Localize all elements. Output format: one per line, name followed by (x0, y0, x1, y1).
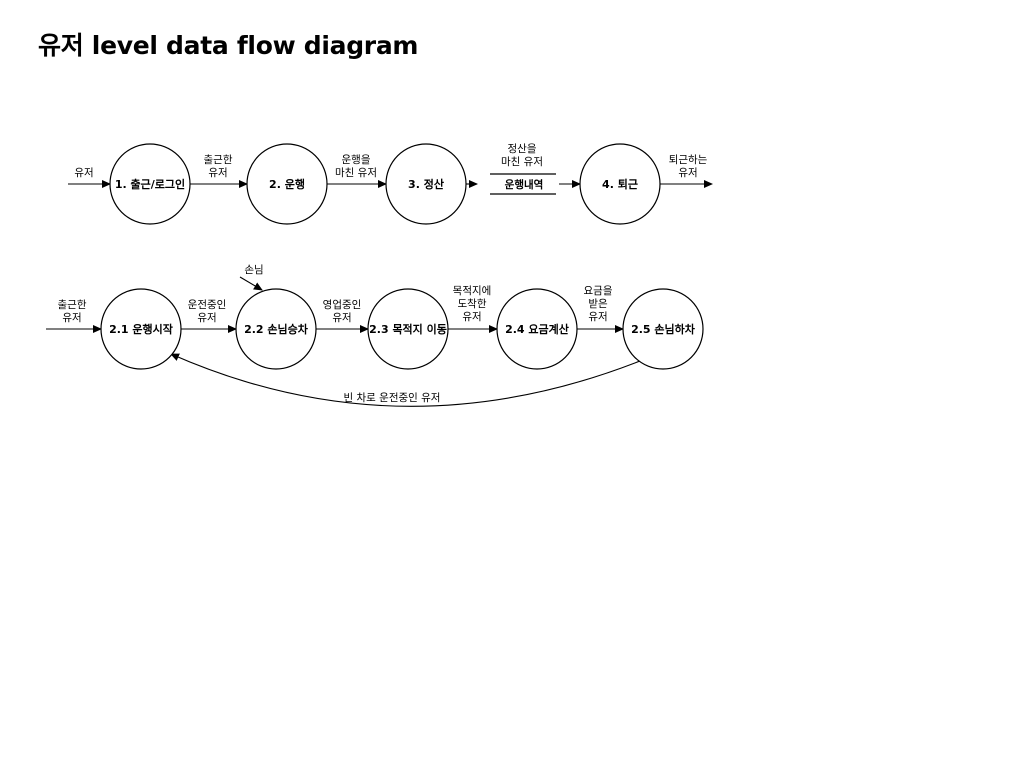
flow-label-e4b: 마친 유저 (501, 156, 543, 168)
flow-label-e11: 유저 (462, 311, 481, 323)
process-circle (579, 143, 661, 225)
flow-label-e12: 요금을 (584, 285, 613, 297)
process-node-n25: 2.5 손님하차 (622, 288, 704, 370)
process-node-n3: 3. 정산 (385, 143, 467, 225)
flow-label-e12: 유저 (588, 311, 607, 323)
flow-arrow-e13 (170, 353, 641, 407)
process-node-n21: 2.1 운행시작 (100, 288, 182, 370)
flow-label-e8: 운전중인 (188, 299, 227, 311)
store-label: 운행내역 (505, 178, 544, 191)
flow-label-e2: 출근한 (204, 154, 233, 166)
process-label: 1. 출근/로그인 (115, 177, 185, 191)
flow-label-e3: 마친 유저 (335, 167, 377, 179)
data-store-s1: 운행내역 (490, 173, 556, 195)
flow-label-e10: 영업중인 (323, 298, 362, 311)
process-label: 2.4 요금계산 (505, 322, 569, 336)
process-node-n24: 2.4 요금계산 (496, 288, 578, 370)
process-node-n22: 2.2 손님승차 (235, 288, 317, 370)
flow-label-e12: 받은 (588, 298, 608, 310)
process-label: 2.1 운행시작 (109, 322, 173, 336)
process-label: 2. 운행 (269, 177, 305, 191)
process-label: 2.5 손님하차 (631, 322, 696, 336)
process-node-n23: 2.3 목적지 이동 (367, 288, 449, 370)
process-label: 3. 정산 (408, 177, 444, 191)
flow-arrow-e9 (239, 276, 263, 291)
process-node-n4: 4. 퇴근 (579, 143, 661, 225)
flow-label-e8: 유저 (197, 312, 216, 324)
process-node-n2: 2. 운행 (246, 143, 328, 225)
process-circle (246, 143, 328, 225)
flow-label-e11: 목적지에 (453, 285, 492, 297)
flow-label-e7: 유저 (62, 312, 81, 324)
process-label: 2.3 목적지 이동 (369, 322, 447, 336)
process-circle (496, 288, 578, 370)
process-label: 4. 퇴근 (602, 177, 638, 191)
flow-label-e10: 유저 (332, 312, 351, 324)
flow-label-e9: 손님 (244, 264, 263, 276)
process-label: 2.2 손님승차 (244, 322, 309, 336)
flow-label-e11: 도착한 (458, 298, 487, 310)
flow-label-e2: 유저 (208, 167, 227, 179)
process-circle (100, 288, 182, 370)
process-circle (235, 288, 317, 370)
flow-label-e6: 유저 (678, 167, 697, 179)
flow-label-e7: 출근한 (58, 299, 87, 311)
process-circle (367, 288, 449, 370)
page-title: 유저 level data flow diagram (38, 31, 419, 60)
flow-label-e3: 운행을 (342, 154, 371, 166)
process-circle (622, 288, 704, 370)
flow-label-e6: 퇴근하는 (669, 153, 708, 166)
process-circle (109, 143, 191, 225)
flow-label-e13: 빈 차로 운전중인 유저 (344, 392, 441, 404)
flow-label-e4b: 정산을 (508, 143, 537, 155)
process-circle (385, 143, 467, 225)
process-node-n1: 1. 출근/로그인 (109, 143, 191, 225)
flow-label-e1: 유저 (74, 167, 93, 179)
